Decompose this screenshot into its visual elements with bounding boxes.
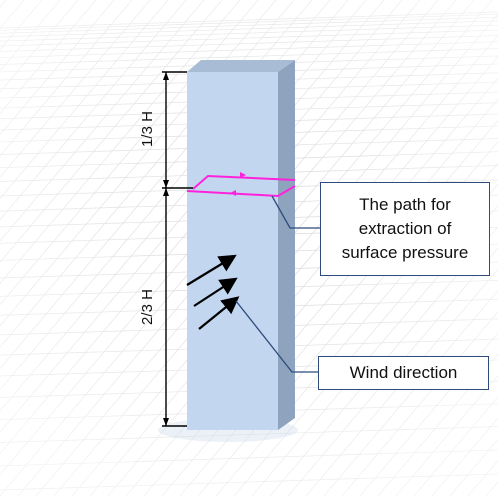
wind-callout-box: Wind direction bbox=[318, 356, 489, 390]
dim-arrow-upper-bottom bbox=[163, 180, 169, 188]
path-arrow-upper bbox=[240, 172, 246, 178]
dimension-label-lower: 2/3 H bbox=[139, 289, 156, 325]
dim-arrow-lower-top bbox=[163, 188, 169, 196]
leader-path-callout bbox=[271, 195, 320, 229]
path-callout-box: The path for extraction of surface press… bbox=[320, 182, 490, 276]
wind-arrow-1 bbox=[186, 254, 237, 286]
path-arrow-lower bbox=[230, 190, 236, 196]
wind-arrow-2 bbox=[193, 277, 238, 307]
building-side-face bbox=[278, 60, 295, 430]
pressure-path bbox=[186, 172, 296, 198]
dim-arrow-lower-bottom bbox=[163, 418, 169, 426]
building bbox=[187, 60, 295, 430]
dimension-label-upper: 1/3 H bbox=[139, 111, 156, 147]
path-lower-segment bbox=[186, 185, 296, 198]
path-callout-text: The path for extraction of surface press… bbox=[342, 193, 469, 265]
building-top-face bbox=[187, 60, 295, 72]
path-callout-line-3: surface pressure bbox=[341, 243, 469, 262]
dimension-lines bbox=[162, 71, 193, 427]
leader-wind-callout bbox=[235, 300, 318, 373]
building-front-face bbox=[187, 72, 278, 430]
path-callout-line-2: extraction of bbox=[358, 219, 452, 238]
wind-arrows bbox=[186, 254, 240, 330]
wind-arrow-3 bbox=[198, 296, 240, 330]
wind-callout-text: Wind direction bbox=[349, 363, 458, 382]
dim-arrow-upper-top bbox=[163, 72, 169, 80]
path-callout-line-1: The path for bbox=[359, 195, 451, 214]
path-upper-segment bbox=[192, 174, 296, 190]
leader-lines bbox=[235, 195, 320, 373]
